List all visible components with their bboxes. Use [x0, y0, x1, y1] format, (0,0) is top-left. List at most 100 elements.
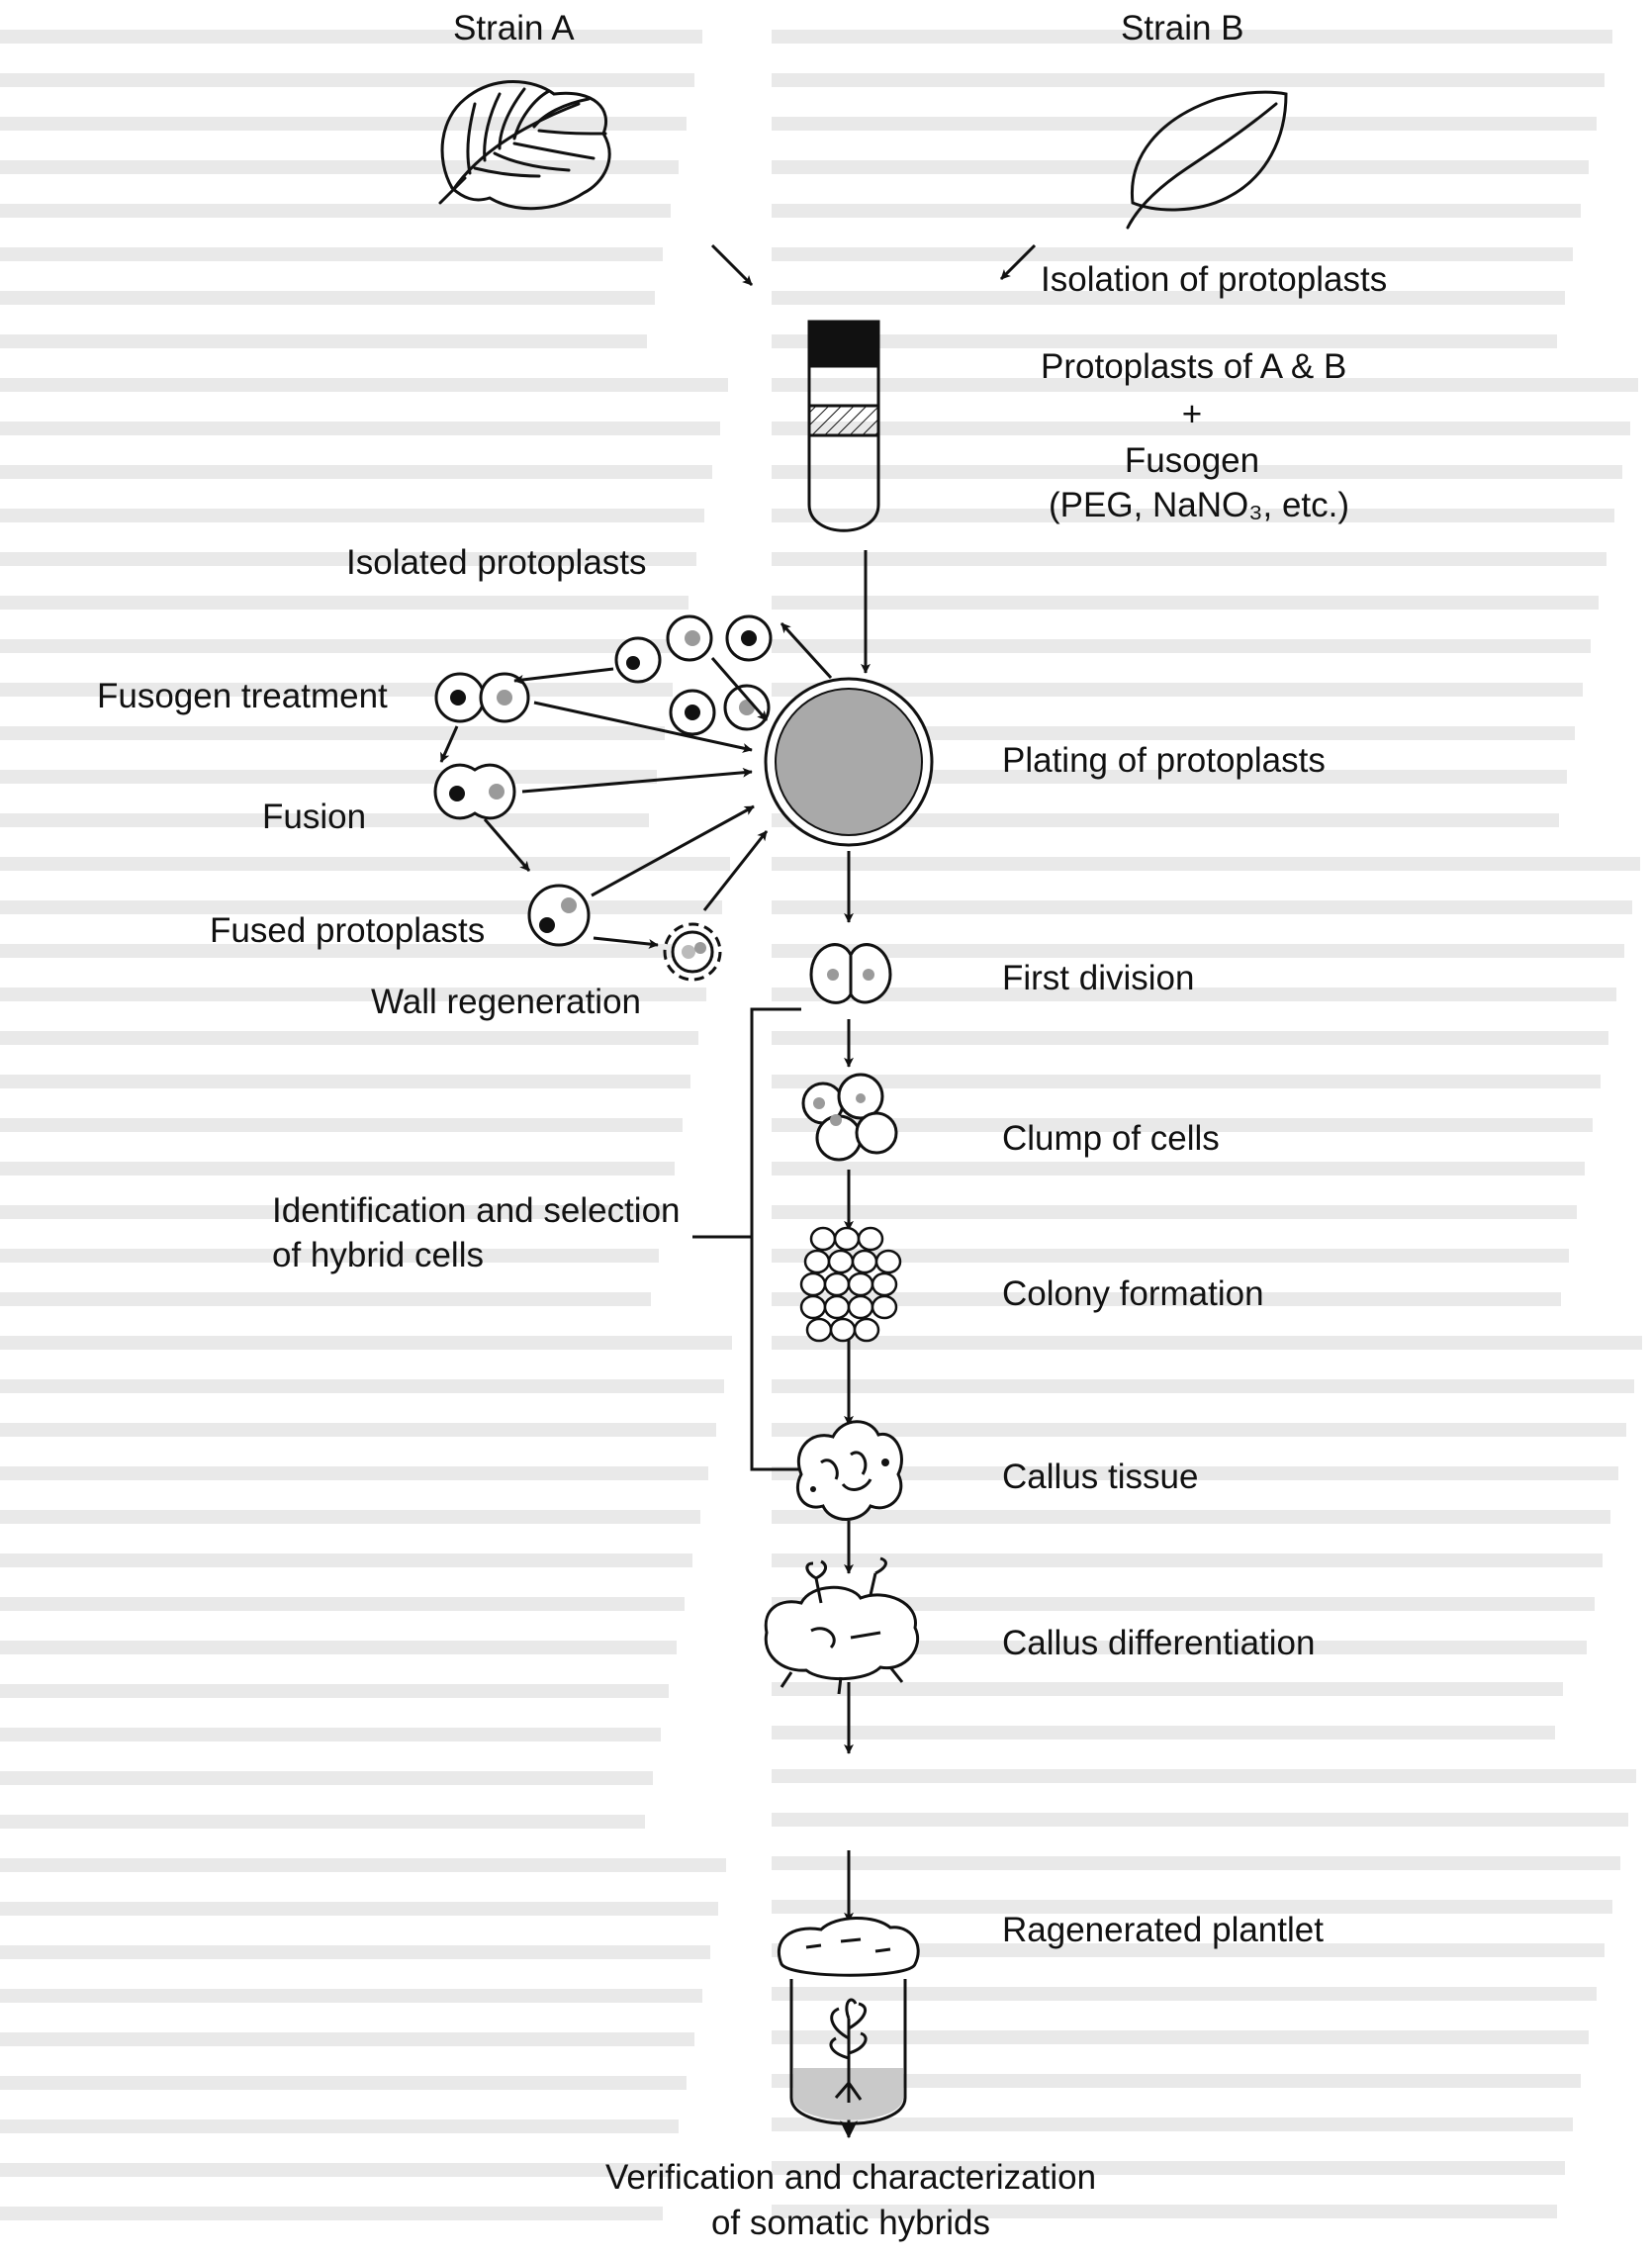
bleed-line — [0, 1597, 685, 1611]
plating-label: Plating of protoplasts — [1002, 741, 1326, 780]
bleed-line — [772, 334, 1557, 348]
bleed-line — [0, 422, 720, 435]
bleed-line — [0, 944, 714, 958]
bleed-line — [0, 509, 704, 522]
fusogen-treatment-cells — [434, 672, 530, 723]
colony-cell — [803, 1249, 831, 1274]
bleed-line — [772, 465, 1622, 479]
colony-cell — [823, 1294, 851, 1320]
bleed-line — [0, 73, 694, 87]
colony-cell — [847, 1294, 874, 1320]
colony-cell — [851, 1249, 878, 1274]
bleed-line — [0, 1771, 653, 1785]
bleed-line — [0, 988, 706, 1001]
bleed-line — [0, 291, 655, 305]
bleed-line — [772, 1466, 1618, 1480]
colony-cell — [871, 1294, 898, 1320]
fusion-cells — [433, 763, 516, 820]
bleed-line — [0, 160, 679, 174]
bleed-line — [0, 596, 688, 610]
bleed-line — [0, 552, 696, 566]
petri-plate-icon — [764, 677, 934, 847]
plantlet-tube-icon — [777, 1917, 920, 2125]
bleed-line — [772, 988, 1616, 1001]
bleed-line — [0, 117, 687, 131]
wall-regeneration-label: Wall regeneration — [371, 983, 642, 1021]
bleed-line — [772, 1423, 1626, 1437]
bleed-line — [0, 30, 702, 44]
bleed-line — [772, 1813, 1628, 1827]
bleed-line — [0, 1989, 702, 2003]
bleed-line — [772, 683, 1583, 697]
colony-cell — [799, 1271, 827, 1297]
bleed-line — [0, 1641, 677, 1654]
bleed-line — [772, 1075, 1601, 1088]
fused-protoplasts-label: Fused protoplasts — [210, 911, 486, 950]
callus-tissue-label: Callus tissue — [1002, 1458, 1199, 1496]
bleed-line — [772, 1726, 1555, 1740]
bleed-line — [772, 726, 1575, 740]
bleed-line — [0, 1858, 726, 1872]
bleed-line — [772, 117, 1597, 131]
first-division-label: First division — [1002, 959, 1195, 997]
bleed-line — [0, 1075, 690, 1088]
bleed-line — [772, 1553, 1603, 1567]
bleed-line — [772, 1162, 1585, 1176]
bleed-line — [0, 1118, 683, 1132]
colony-label: Colony formation — [1002, 1274, 1264, 1313]
bleed-line — [772, 2118, 1573, 2131]
bleed-line — [772, 813, 1559, 827]
plus-label: + — [1181, 395, 1203, 433]
bleed-line — [0, 1945, 710, 1959]
strain-b-label: Strain B — [1121, 9, 1244, 47]
bleed-line — [772, 2161, 1565, 2175]
bleed-line — [772, 30, 1612, 44]
bleed-line — [0, 1205, 667, 1219]
leaf-b-icon — [1126, 90, 1288, 230]
callus-differentiation-icon — [764, 1556, 919, 1695]
isolated-protoplasts-cluster — [614, 614, 773, 736]
bleed-line — [772, 2030, 1589, 2044]
bleed-line — [0, 1249, 659, 1263]
bleed-line — [772, 1943, 1605, 1957]
colony-cell — [823, 1271, 851, 1297]
bleed-line — [0, 1423, 716, 1437]
colony-cell — [805, 1317, 833, 1343]
bleed-line — [0, 1902, 718, 1916]
bleed-line — [772, 1900, 1612, 1914]
bleed-line — [772, 1510, 1610, 1524]
bleed-line — [0, 1466, 708, 1480]
bleed-line — [772, 1769, 1636, 1783]
bleed-line — [0, 1336, 732, 1350]
bleed-line — [0, 1728, 661, 1741]
bleed-line — [772, 1856, 1620, 1870]
leaf-a-icon — [438, 80, 611, 211]
test-tube-icon — [807, 320, 880, 532]
fused-protoplast — [527, 884, 591, 947]
bleed-line — [0, 465, 712, 479]
bleed-line — [0, 2163, 671, 2177]
bleed-line — [772, 160, 1589, 174]
callus-icon — [795, 1420, 903, 1521]
first-division-cells — [809, 943, 892, 1004]
protoplasts-ab-label: Protoplasts of A & B — [1041, 347, 1347, 386]
bleed-line — [772, 1118, 1593, 1132]
bleed-line — [0, 1684, 669, 1698]
bleed-line — [772, 1292, 1561, 1306]
bleed-line — [772, 1031, 1608, 1045]
bleed-line — [772, 1987, 1597, 2001]
fusion-label: Fusion — [262, 798, 367, 836]
identification-line2-label: of hybrid cells — [272, 1236, 484, 1274]
colony-cells — [799, 1226, 902, 1343]
bleed-line — [0, 1379, 724, 1393]
plantlet-label: Ragenerated plantlet — [1002, 1911, 1324, 1949]
bleed-line — [0, 2032, 694, 2046]
bleed-line — [772, 944, 1624, 958]
bleed-line — [772, 291, 1565, 305]
bleed-line — [772, 1336, 1642, 1350]
fusogen-label: Fusogen — [1124, 441, 1260, 480]
colony-cell — [833, 1226, 861, 1252]
bleed-line — [0, 1031, 698, 1045]
colony-cell — [827, 1249, 855, 1274]
bleed-line — [772, 552, 1606, 566]
